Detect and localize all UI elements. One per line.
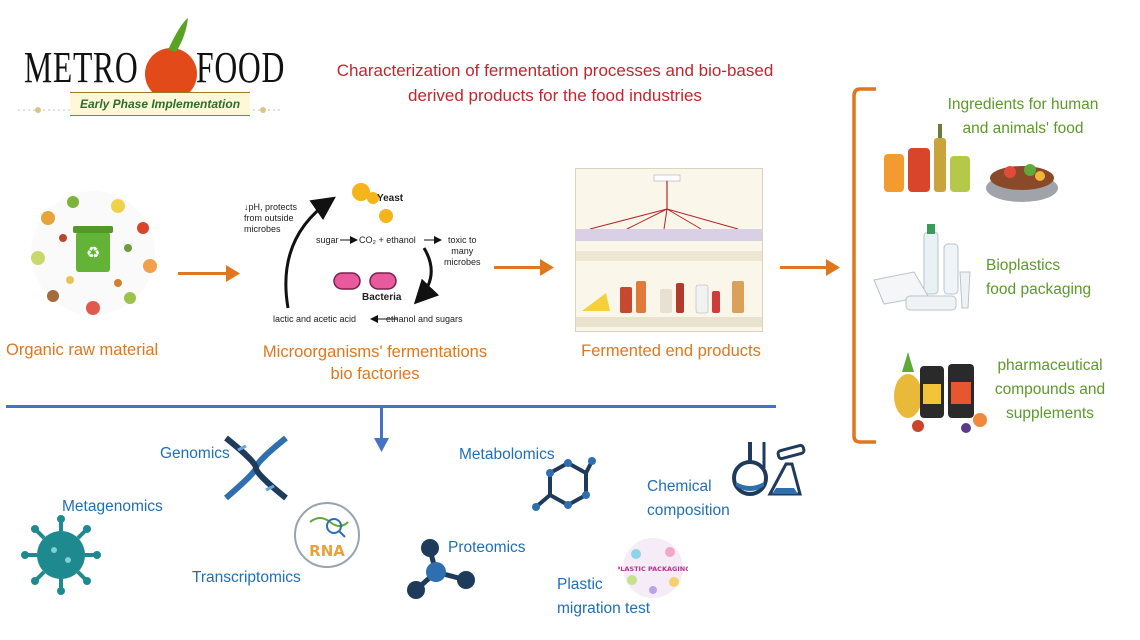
ph-protection-label: ↓pH, protects from outside microbes bbox=[244, 202, 297, 235]
stage-label-micro-line-2: bio factories bbox=[330, 365, 420, 383]
output-food-line-1: Ingredients for human bbox=[947, 96, 1099, 113]
fermentation-pathway-chart bbox=[576, 174, 762, 327]
output-bio-line-1: Bioplastics bbox=[986, 257, 1061, 274]
omics-label-genomics: Genomics bbox=[160, 445, 230, 462]
output-pharma-line-1: pharmaceutical bbox=[997, 357, 1103, 374]
output-pharma-line-2: compounds and bbox=[994, 381, 1106, 398]
ph-line-2: from outside bbox=[244, 213, 294, 223]
omics-label-transcriptomics: Transcriptomics bbox=[192, 569, 301, 586]
omics-label-plastic-migration: Plastic migration test bbox=[557, 573, 650, 621]
rna-icon-text: RNA bbox=[309, 542, 345, 560]
plastic-line-1: Plastic bbox=[557, 576, 603, 593]
toxic-line-1: toxic to bbox=[448, 235, 477, 245]
output-food-line-2: and animals' food bbox=[962, 120, 1084, 137]
output-label-bioplastics: Bioplastics food packaging bbox=[970, 254, 1136, 302]
logo-word-metro: METRO bbox=[24, 43, 139, 92]
title-line-1: Characterization of fermentation process… bbox=[336, 61, 774, 80]
flow-arrow-1-head bbox=[226, 265, 240, 282]
omics-label-proteomics: Proteomics bbox=[448, 539, 526, 556]
plastic-line-2: migration test bbox=[557, 600, 651, 617]
flow-arrow-2-head bbox=[540, 259, 554, 276]
ph-line-3: microbes bbox=[244, 224, 281, 234]
bioplastics-image bbox=[873, 224, 971, 311]
organic-waste-illustration: ♻ bbox=[31, 191, 157, 315]
page-title: Characterization of fermentation process… bbox=[260, 58, 850, 108]
outputs-bracket bbox=[852, 87, 876, 444]
omics-label-chemical-composition: Chemical composition bbox=[647, 475, 730, 523]
omics-label-metabolomics: Metabolomics bbox=[459, 446, 555, 463]
logo-tagline: Early Phase Implementation bbox=[70, 92, 250, 116]
chemical-line-2: composition bbox=[647, 502, 730, 519]
title-line-2: derived products for the food industries bbox=[408, 86, 702, 105]
toxic-line-2: many bbox=[451, 246, 474, 256]
yeast-label: Yeast bbox=[377, 193, 404, 204]
co2-ethanol-label: CO₂ + ethanol bbox=[359, 235, 416, 245]
acids-label: lactic and acetic acid bbox=[273, 314, 357, 324]
flow-arrow-1 bbox=[178, 272, 230, 275]
toxic-line-3: microbes bbox=[444, 257, 481, 267]
metrofood-logo: METRO FOOD Early Phase Implementation bbox=[18, 14, 284, 122]
divider-down-arrow bbox=[380, 408, 383, 440]
molecule-icon bbox=[407, 539, 475, 599]
stage-label-raw: Organic raw material bbox=[6, 341, 159, 359]
svg-text:♻: ♻ bbox=[86, 243, 100, 262]
stage-label-microorganisms: Microorganisms' fermentations bio factor… bbox=[247, 341, 503, 385]
ph-line-1: ↓pH, protects bbox=[244, 202, 298, 212]
ethanol-sugars-label: ethanol and sugars bbox=[386, 314, 463, 324]
pharma-supplements-image bbox=[894, 352, 987, 433]
rna-icon: RNA bbox=[294, 502, 360, 568]
output-pharma-line-3: supplements bbox=[1006, 405, 1094, 422]
dna-icon bbox=[224, 435, 288, 501]
toxic-label: toxic to many microbes bbox=[444, 235, 481, 268]
output-bio-line-2: food packaging bbox=[986, 281, 1092, 298]
food-ingredients-image bbox=[884, 124, 1058, 202]
virus-icon bbox=[21, 515, 101, 595]
divider-down-arrow-head bbox=[374, 438, 389, 452]
logo-word-food: FOOD bbox=[196, 43, 286, 92]
stage-label-products: Fermented end products bbox=[581, 342, 761, 360]
stage-label-micro-line-1: Microorganisms' fermentations bbox=[262, 343, 488, 361]
bacteria-label: Bacteria bbox=[362, 292, 402, 303]
fermented-products-panel bbox=[575, 168, 763, 332]
chemical-line-1: Chemical bbox=[647, 478, 712, 495]
section-divider bbox=[6, 405, 776, 408]
omics-label-metagenomics: Metagenomics bbox=[62, 498, 163, 515]
plastic-packaging-icon: PLASTIC PACKAGING bbox=[618, 538, 688, 598]
output-label-food: Ingredients for human and animals' food bbox=[920, 93, 1126, 141]
chemical-structure-icon bbox=[532, 457, 596, 511]
plastic-packaging-icon-text: PLASTIC PACKAGING bbox=[618, 565, 688, 573]
flow-arrow-2 bbox=[494, 266, 544, 269]
fermentation-cycle-diagram bbox=[284, 183, 442, 323]
flow-arrow-3 bbox=[780, 266, 830, 269]
logo-decoration bbox=[18, 18, 280, 113]
lab-flask-icon bbox=[732, 442, 806, 496]
output-label-pharma: pharmaceutical compounds and supplements bbox=[966, 354, 1134, 426]
flow-arrow-3-head bbox=[826, 259, 840, 276]
sugar-label: sugar bbox=[316, 235, 339, 245]
